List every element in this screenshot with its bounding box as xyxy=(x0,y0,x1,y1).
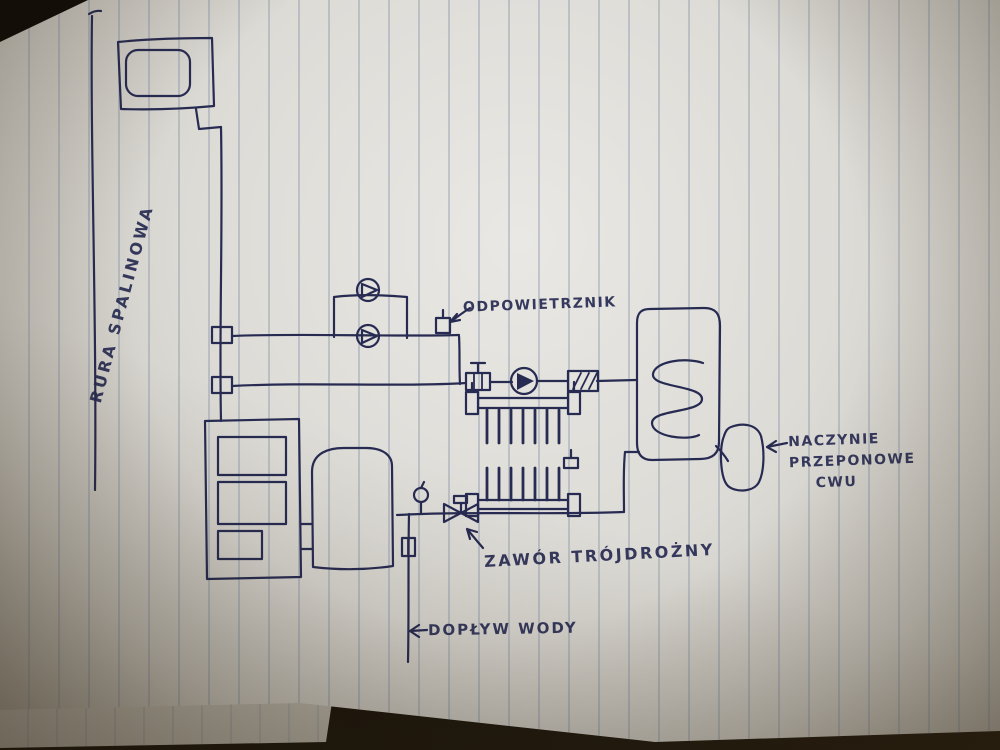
water-inlet-arrow xyxy=(408,623,429,639)
solid-fuel-boiler xyxy=(203,417,303,581)
label-expansion-vessel-line2: PRZEPONOWE xyxy=(788,450,916,472)
label-water-inlet: DOPŁYW WODY xyxy=(427,618,578,640)
water-supply-line xyxy=(400,512,417,664)
label-expansion-vessel-line3: CWU xyxy=(815,473,858,492)
buffer-cylinder xyxy=(299,446,395,571)
radiator-upper xyxy=(464,380,582,445)
annotation-arrows xyxy=(408,306,789,639)
three-way-valve-arrow xyxy=(465,527,485,550)
pressure-gauge xyxy=(412,480,430,516)
dhw-tank-with-coil xyxy=(635,306,722,462)
label-expansion-vessel: NACZYNIE PRZEPONOWE CWU xyxy=(788,428,917,495)
air-vent-arrow xyxy=(448,306,472,324)
pipework xyxy=(210,325,641,517)
radiator-lower xyxy=(464,448,582,518)
check-valve xyxy=(566,369,600,393)
air-vent-symbol xyxy=(434,308,452,335)
chimney-and-flue xyxy=(87,9,223,492)
expansion-vessel xyxy=(714,423,765,492)
expansion-vessel-arrow xyxy=(765,439,789,454)
heating-coil-icon xyxy=(650,359,705,439)
pump-icon xyxy=(360,282,379,299)
pump-icon xyxy=(517,373,534,390)
pump-icon xyxy=(360,328,379,345)
pump-riser-loop xyxy=(332,277,409,349)
circulation-pump xyxy=(509,366,539,396)
inline-fitting xyxy=(464,361,492,392)
three-way-valve-symbol xyxy=(442,494,480,524)
